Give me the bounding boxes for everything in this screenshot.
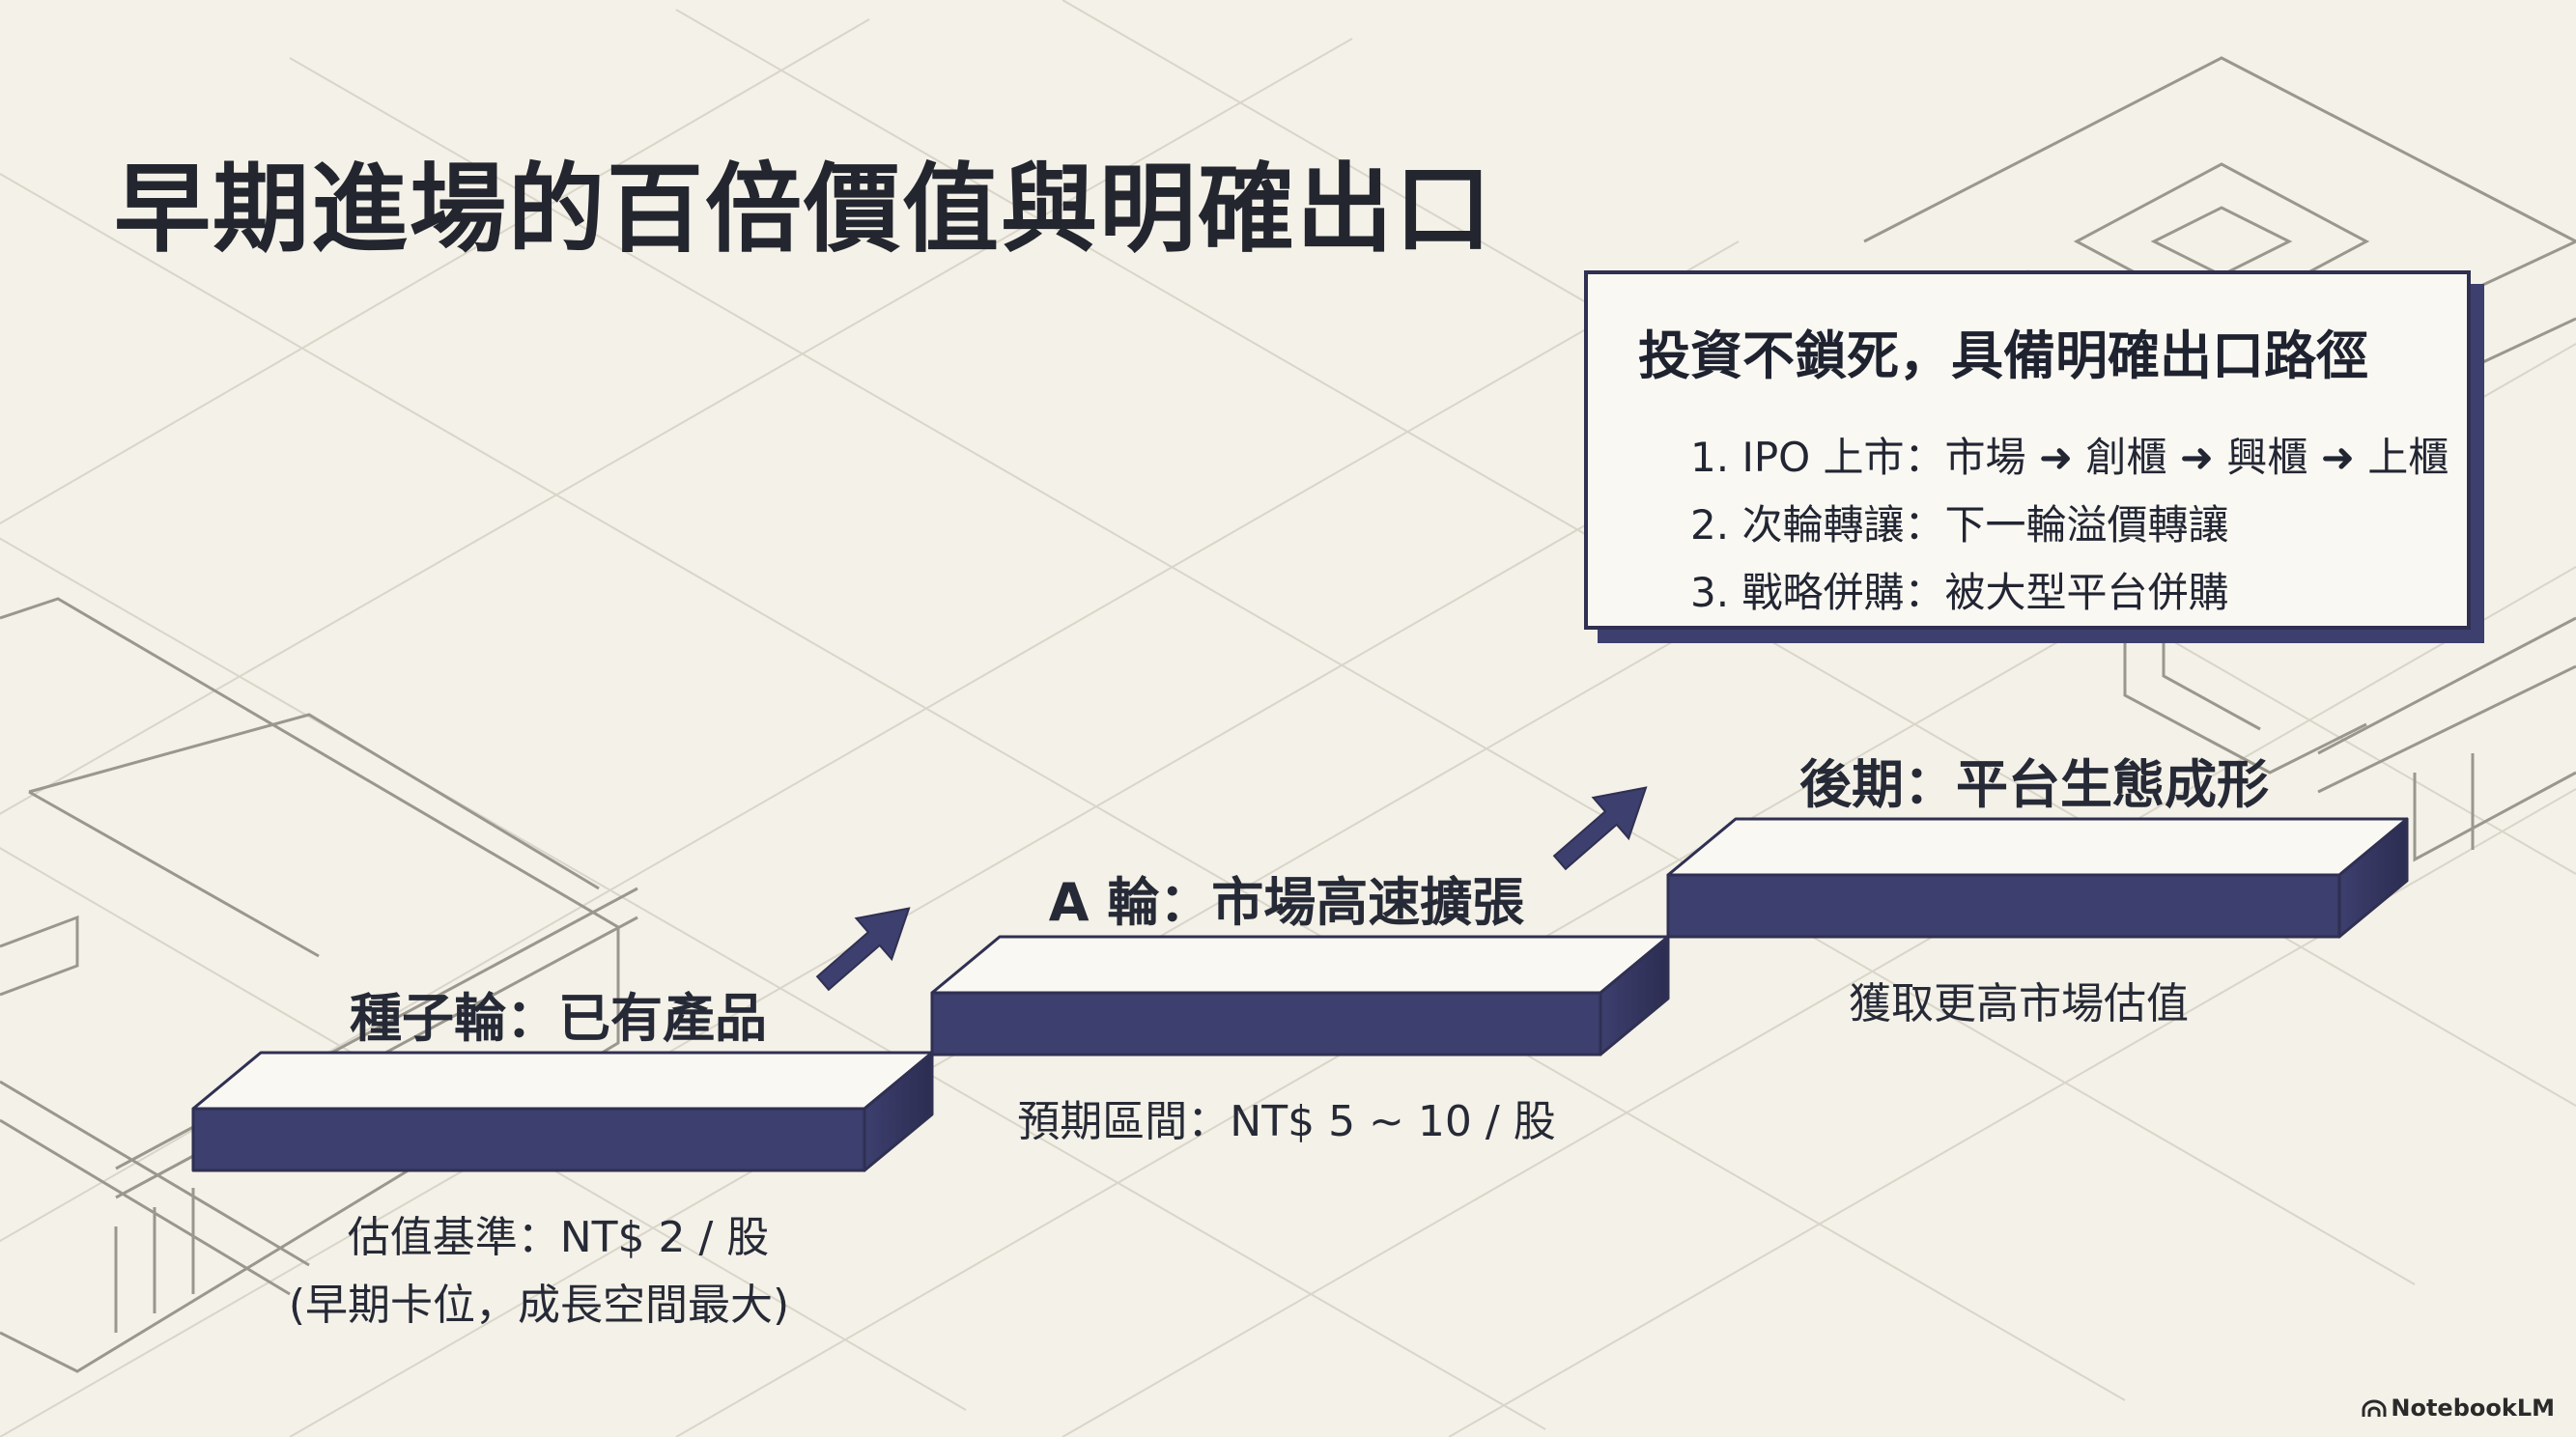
exit-paths-list: 1. IPO 上市：市場 ➜ 創櫃 ➜ 興櫃 ➜ 上櫃 2. 次輪轉讓：下一輪溢… — [1638, 424, 2449, 627]
stage-seed-title: 種子輪：已有產品 — [350, 988, 767, 1049]
list-item: 3. 戰略併購：被大型平台併購 — [1690, 559, 2419, 627]
list-item: 1. IPO 上市：市場 ➜ 創櫃 ➜ 興櫃 ➜ 上櫃 — [1690, 424, 2449, 492]
brand-name: NotebookLM — [2391, 1395, 2555, 1422]
step-series-a — [930, 935, 1670, 1057]
list-item-text: 次輪轉讓：下一輪溢價轉讓 — [1741, 501, 2229, 549]
step-seed — [191, 1051, 934, 1172]
stage-seed-valuation: 估值基準：NT$ 2 / 股 — [347, 1213, 770, 1262]
stage-series-a-title: A 輪：市場高速擴張 — [1048, 872, 1525, 933]
arrow-up-right-icon — [1552, 786, 1648, 871]
list-item-text: 戰略併購：被大型平台併購 — [1741, 569, 2229, 616]
list-item-text: IPO 上市：市場 ➜ 創櫃 ➜ 興櫃 ➜ 上櫃 — [1741, 434, 2449, 481]
stage-seed-remark: (早期卡位，成長空間最大) — [288, 1281, 790, 1330]
notebooklm-logo-icon — [2362, 1399, 2387, 1417]
stage-late-note: 獲取更高市場估值 — [1849, 979, 2189, 1028]
list-item: 2. 次輪轉讓：下一輪溢價轉讓 — [1690, 492, 2419, 559]
list-item-number: 1. — [1690, 434, 1730, 481]
stage-late-title: 後期：平台生態成形 — [1799, 754, 2269, 815]
step-late-stage — [1666, 817, 2409, 939]
exit-paths-card: 投資不鎖死，具備明確出口路徑 1. IPO 上市：市場 ➜ 創櫃 ➜ 興櫃 ➜ … — [1584, 270, 2471, 630]
arrow-up-right-icon — [815, 907, 911, 992]
list-item-number: 2. — [1690, 501, 1730, 549]
stage-series-a-range: 預期區間：NT$ 5 ~ 10 / 股 — [1017, 1097, 1556, 1146]
exit-card-heading: 投資不鎖死，具備明確出口路徑 — [1638, 325, 2368, 386]
notebooklm-brand: NotebookLM — [2362, 1395, 2555, 1422]
list-item-number: 3. — [1690, 569, 1730, 616]
page-title: 早期進場的百倍價值與明確出口 — [114, 153, 1493, 266]
